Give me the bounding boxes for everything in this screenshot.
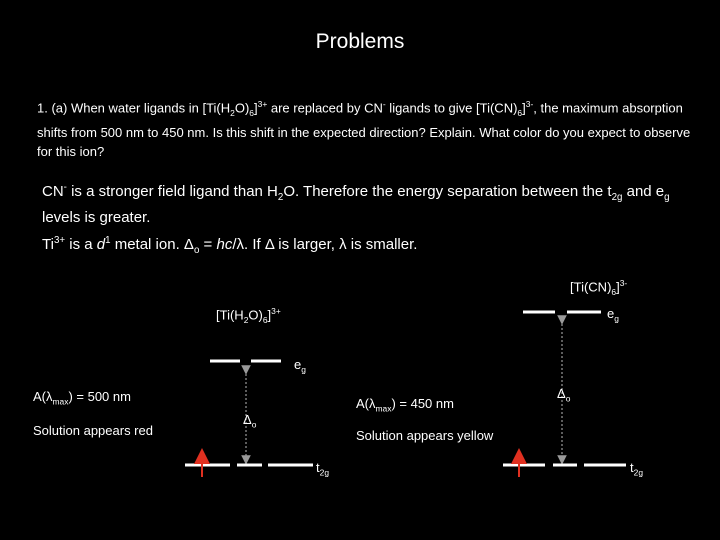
a1-sub: 2: [277, 192, 284, 203]
label-part: ) = 450 nm: [391, 396, 454, 411]
label-part: A(: [33, 389, 46, 404]
a1-sub: g: [664, 192, 670, 203]
q-part: ]: [254, 100, 258, 116]
right-t2g-label: t2g: [630, 460, 643, 478]
label-sub: 2g: [633, 467, 644, 478]
a2-part: is larger,: [274, 236, 340, 253]
left-eg-label: eg: [294, 357, 306, 375]
label-part: e: [607, 306, 615, 321]
label-sub: max: [375, 403, 392, 414]
label-sub: g: [614, 313, 619, 324]
label-lambda: λ: [46, 389, 53, 404]
right-delta-label: Δo: [557, 386, 570, 404]
label-sub: max: [52, 396, 69, 407]
label-sub: g: [301, 364, 306, 375]
a2-part: . If: [244, 236, 265, 253]
a2-part: is a: [65, 236, 97, 253]
label-sup: 3-: [619, 278, 628, 288]
q-sup: 3+: [257, 99, 268, 109]
label-part: e: [294, 357, 302, 372]
right-absorption-label: A(λmax) = 450 nm: [356, 396, 454, 414]
q-part: 1. (a) When water ligands in [Ti(H: [37, 100, 231, 116]
a2-sup: 1: [105, 235, 111, 246]
label-delta: Δ: [557, 386, 566, 401]
a2-part: Ti: [42, 236, 54, 253]
a2-delta: Δ: [264, 236, 275, 253]
label-lambda: λ: [369, 396, 376, 411]
label-sub: 2g: [319, 467, 330, 478]
a2-lambda: λ: [339, 236, 347, 253]
label-part: A(: [356, 396, 369, 411]
question-text: 1. (a) When water ligands in [Ti(H2O)6]3…: [37, 95, 707, 161]
q-part: ]: [522, 100, 526, 116]
q-part: , the maximum absorption shifts from 500…: [37, 100, 691, 159]
label-part: t: [630, 460, 634, 475]
left-absorption-label: A(λmax) = 500 nm: [33, 389, 131, 407]
label-sub: 2: [243, 314, 249, 325]
a1-part: and e: [622, 183, 665, 200]
label-part: [Ti(CN): [570, 279, 612, 295]
a1-part: CN: [42, 183, 64, 200]
a2-delta: Δ: [183, 236, 194, 253]
label-sup: 3+: [271, 306, 281, 316]
slide-title: Problems: [315, 30, 405, 53]
q-sub: 2: [230, 107, 235, 118]
label-part: [Ti(H: [216, 307, 244, 323]
label-sub: o: [565, 393, 571, 404]
q-sup: 3-: [525, 99, 534, 109]
a2-part: =: [199, 236, 217, 253]
label-sub: 6: [611, 286, 617, 297]
a2-part: metal ion.: [110, 236, 184, 253]
label-part: t: [316, 460, 320, 475]
answer-wavelength: Ti3+ is a d1 metal ion. Δo = hc/λ. If Δ …: [42, 235, 417, 256]
right-eg-label: eg: [607, 306, 619, 324]
a1-sup: -: [63, 182, 67, 193]
a1-sub: 2g: [611, 192, 623, 203]
q-sub: 6: [249, 107, 254, 118]
right-complex-label: [Ti(CN)6]3-: [570, 278, 627, 297]
a2-sup: 3+: [53, 235, 66, 246]
left-delta-label: Δo: [243, 412, 256, 430]
a2-sub: o: [193, 245, 200, 256]
label-sub: o: [251, 419, 257, 430]
label-part: ) = 500 nm: [68, 389, 131, 404]
left-solution-color: Solution appears red: [33, 423, 153, 438]
q-sub: 6: [517, 107, 523, 118]
a1-part: levels is greater.: [42, 209, 151, 226]
a1-part: O. Therefore the energy separation betwe…: [283, 183, 612, 200]
left-complex-label: [Ti(H2O)6]3+: [216, 306, 281, 325]
a2-italic: hc: [216, 236, 233, 253]
left-t2g-label: t2g: [316, 460, 329, 478]
label-part: O): [248, 307, 263, 323]
right-solution-color: Solution appears yellow: [356, 428, 494, 443]
a2-lambda: λ: [236, 236, 245, 253]
a1-part: is a stronger field ligand than H: [66, 183, 278, 200]
q-part: are replaced by CN: [267, 100, 383, 116]
label-part: ]: [267, 307, 272, 323]
a2-part: /: [232, 236, 237, 253]
q-part: O): [234, 100, 250, 116]
label-sub: 6: [262, 314, 268, 325]
q-sup: -: [382, 99, 386, 109]
q-part: ligands to give [Ti(CN): [385, 100, 518, 116]
a2-part: is smaller.: [346, 236, 418, 253]
answer-ligand-field: CN- is a stronger field ligand than H2O.…: [42, 178, 682, 228]
label-delta: Δ: [243, 412, 252, 427]
label-part: ]: [616, 279, 620, 295]
a2-italic: d: [96, 236, 106, 253]
